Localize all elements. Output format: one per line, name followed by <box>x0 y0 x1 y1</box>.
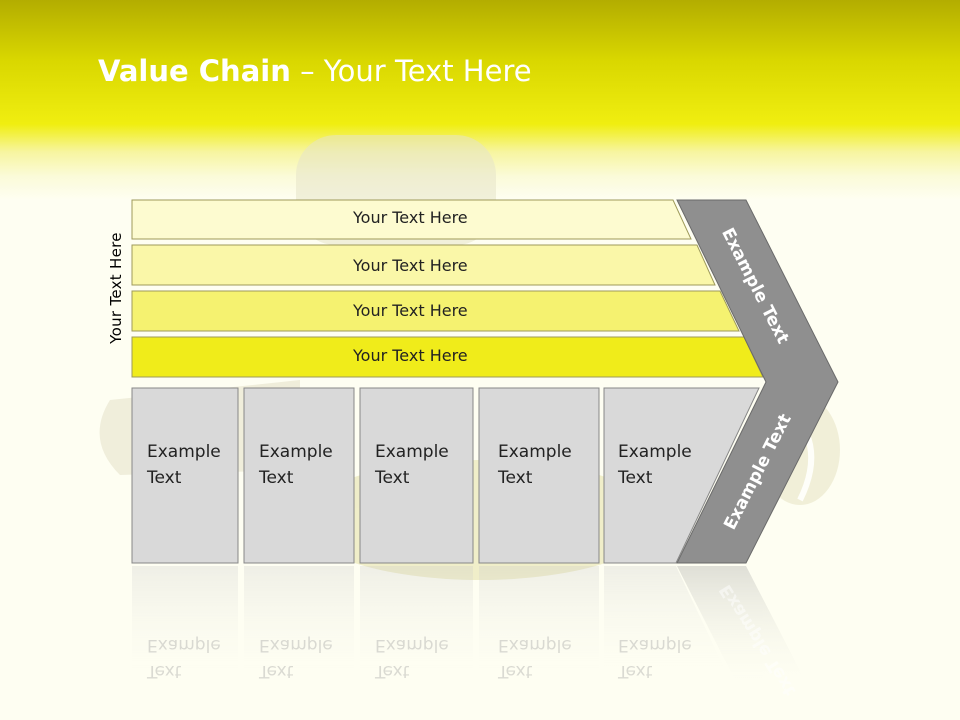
band-label-2: Your Text Here <box>353 256 468 275</box>
activity-label-5-line2: Text <box>618 468 653 488</box>
page-title: Value Chain – Your Text Here <box>98 54 532 88</box>
band-2 <box>131 244 716 286</box>
band-label-3: Your Text Here <box>353 301 468 320</box>
reflection-group <box>132 566 810 690</box>
page-title-rest: – Your Text Here <box>290 54 532 88</box>
activity-label-4-line1: Example <box>498 442 572 462</box>
activity-label-1-line1: Example <box>147 442 221 462</box>
activity-label-3-line2: Text <box>375 468 410 488</box>
activity-label-4-line2: Text <box>498 468 533 488</box>
activity-label-1-line2: Text <box>147 468 182 488</box>
band-1 <box>131 199 692 240</box>
activity-box-2 <box>243 387 355 564</box>
activity-box-4 <box>478 387 600 564</box>
page-title-bold: Value Chain <box>98 54 291 88</box>
activity-label-2-line1: Example <box>259 442 333 462</box>
activity-box-3 <box>359 387 474 564</box>
activity-label-3-line1: Example <box>375 442 449 462</box>
activity-label-2-line2: Text <box>259 468 294 488</box>
activity-box-5 <box>603 387 760 564</box>
band-3 <box>131 290 740 332</box>
activity-box-1 <box>131 387 239 564</box>
margin-chevron <box>676 199 839 564</box>
band-label-4: Your Text Here <box>353 346 468 365</box>
band-label-1: Your Text Here <box>353 208 468 227</box>
activity-label-5-line1: Example <box>618 442 692 462</box>
